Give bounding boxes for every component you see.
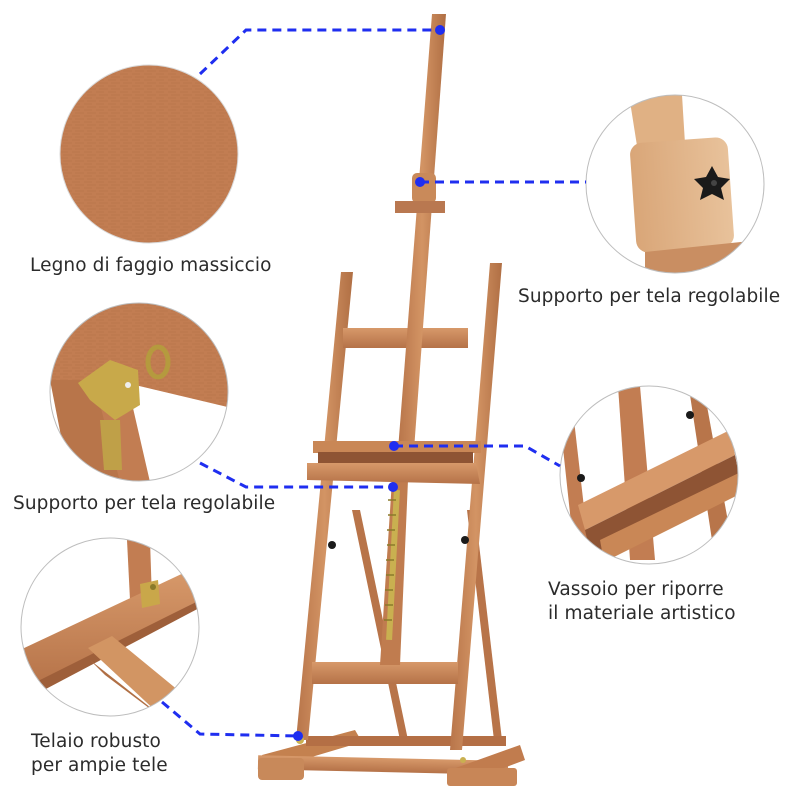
label-canvas-holder-hinge: Supporto per tela regolabile [13, 492, 275, 516]
label-line: Vassoio per riporre [548, 579, 724, 600]
label-canvas-holder-top: Supporto per tela regolabile [518, 285, 780, 309]
label-line: Supporto per tela regolabile [13, 493, 276, 514]
ratchet-rack [384, 489, 400, 641]
connector-hinge [199, 461, 393, 489]
callout-connectors [161, 28, 586, 738]
detail-circle-wood-grain [59, 64, 239, 244]
label-line: Telaio robusto [31, 731, 161, 752]
easel [257, 14, 525, 786]
connector-wood-grain [198, 28, 440, 76]
connector-dots [293, 25, 445, 741]
label-line: Legno di faggio massiccio [30, 255, 272, 276]
label-solid-beech: Legno di faggio massiccio [30, 254, 272, 278]
connector-base [161, 700, 299, 738]
detail-circle-base-joint [20, 537, 200, 717]
detail-circle-tray [559, 385, 739, 565]
label-line: per ampie tele [31, 755, 168, 776]
detail-circle-hinge [49, 302, 229, 482]
label-line: Supporto per tela regolabile [518, 286, 781, 307]
label-frame: Telaio robusto per ampie tele [31, 730, 168, 778]
detail-circle-knob-clamp [585, 94, 765, 274]
label-line: il materiale artistico [548, 603, 736, 624]
connector-tray [394, 444, 561, 468]
label-tray: Vassoio per riporre il materiale artisti… [548, 578, 736, 626]
